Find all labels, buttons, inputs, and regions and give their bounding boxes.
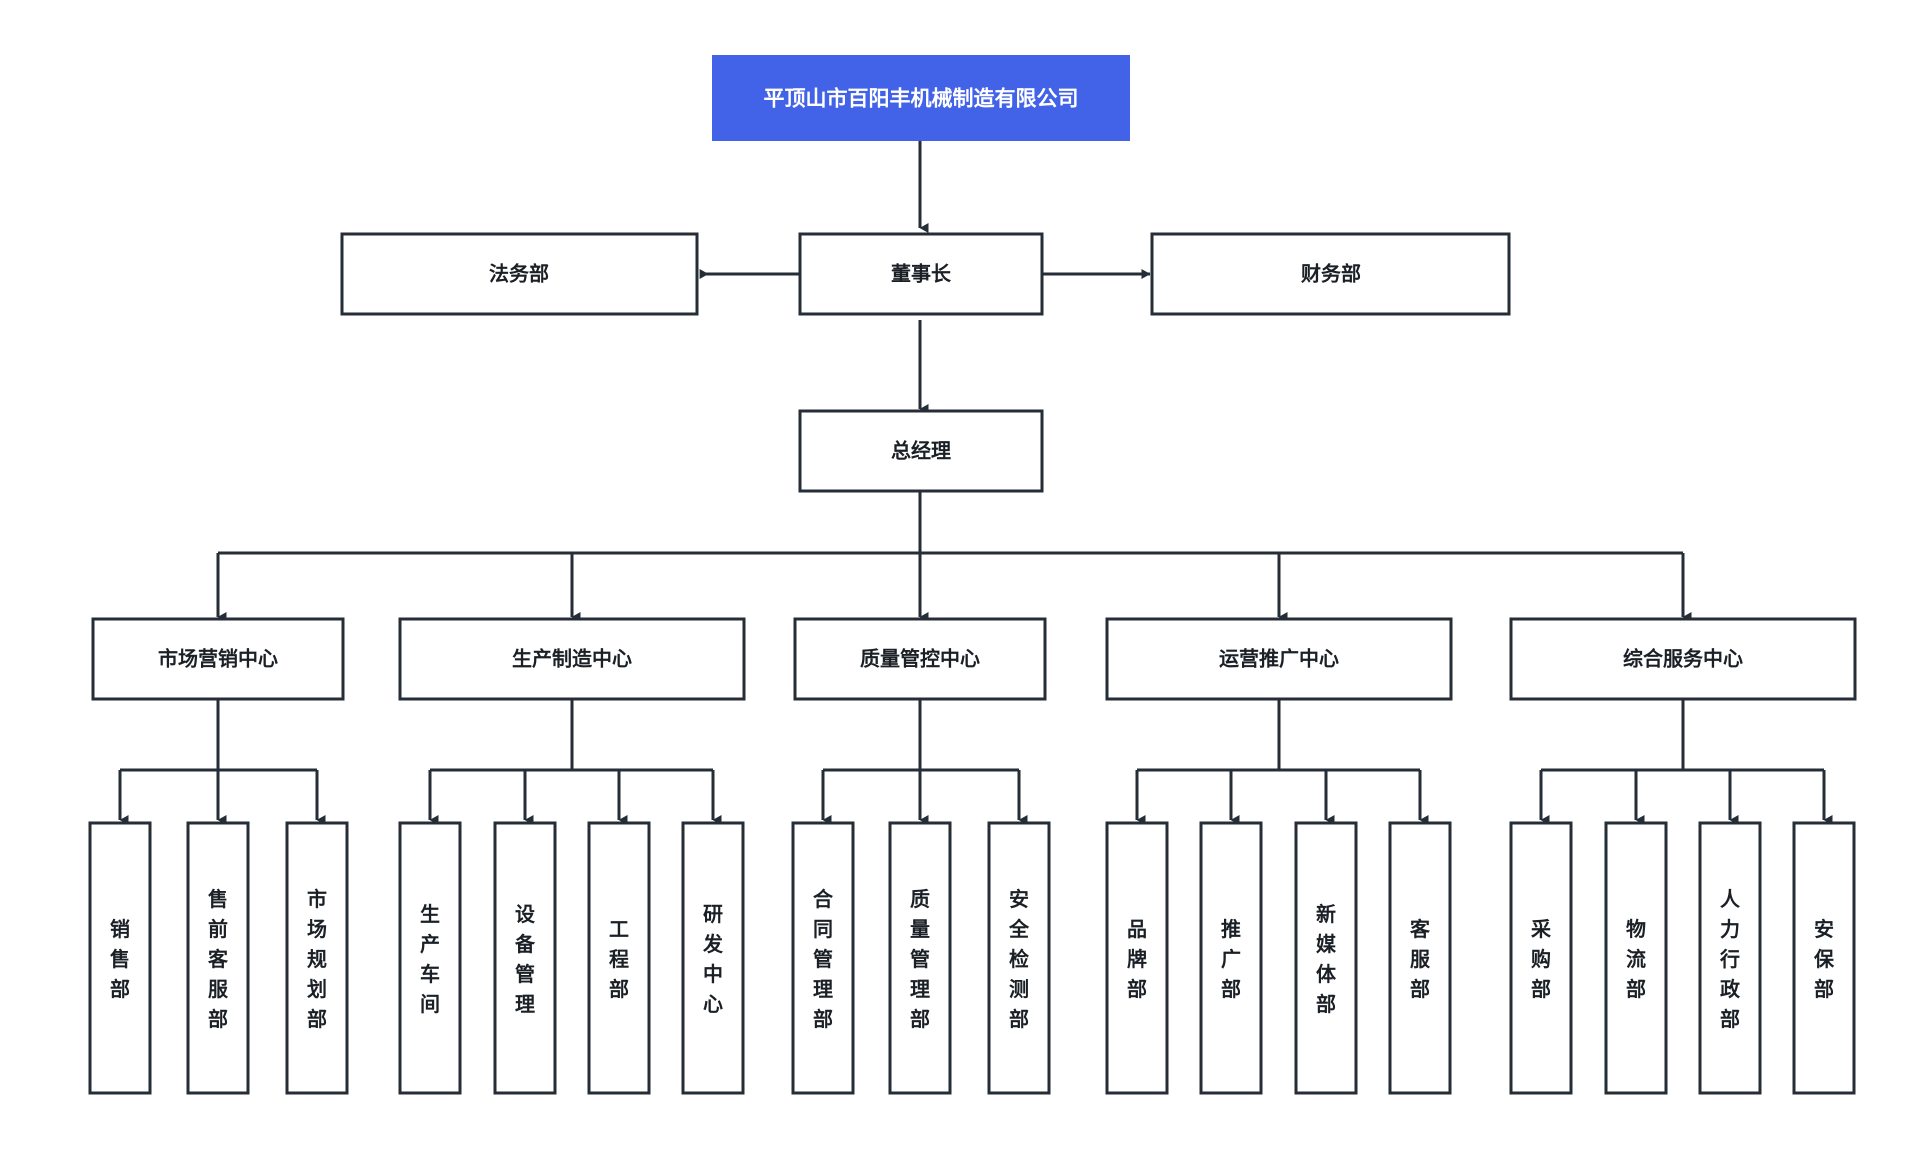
node-center-1-label: 生产制造中心 xyxy=(512,646,632,670)
node-department-3-3[interactable]: 客服部 xyxy=(1388,821,1452,1095)
node-chairman-label: 董事长 xyxy=(891,261,952,285)
connector-layer xyxy=(118,141,1833,825)
node-department-0-0-label: 销售部 xyxy=(110,917,130,1001)
node-department-4-2-label: 人力行政部 xyxy=(1719,888,1741,1031)
node-center-4-label: 综合服务中心 xyxy=(1623,646,1743,670)
node-department-0-1-label: 售前客服部 xyxy=(207,887,229,1031)
node-department-0-1[interactable]: 售前客服部 xyxy=(186,821,250,1095)
node-department-1-0-label: 生产车间 xyxy=(420,903,440,1016)
node-center-3[interactable]: 运营推广中心 xyxy=(1105,617,1453,701)
node-center-0-label: 市场营销中心 xyxy=(158,646,278,670)
node-department-3-0-label: 品牌部 xyxy=(1127,918,1147,1001)
node-department-2-0-label: 合同管理部 xyxy=(813,887,834,1031)
node-department-2-0[interactable]: 合同管理部 xyxy=(791,821,855,1095)
leaf-node-layer: 销售部 售前客服部 市场规划部 生产车间 设备管理 工程部 研发中心 合同管理部 质量管理部 安全… xyxy=(88,821,1856,1095)
node-department-1-1[interactable]: 设备管理 xyxy=(493,821,557,1095)
node-center-1[interactable]: 生产制造中心 xyxy=(398,617,746,701)
node-center-2[interactable]: 质量管控中心 xyxy=(793,617,1047,701)
node-center-2-label: 质量管控中心 xyxy=(860,646,980,670)
node-department-3-2[interactable]: 新媒体部 xyxy=(1294,821,1358,1095)
node-department-2-2-label: 安全检测部 xyxy=(1008,887,1030,1031)
node-company-root[interactable]: 平顶山市百阳丰机械制造有限公司 xyxy=(712,55,1130,141)
node-department-1-3-label: 研发中心 xyxy=(702,904,724,1016)
node-department-4-0[interactable]: 采购部 xyxy=(1509,821,1573,1095)
node-finance-department[interactable]: 财务部 xyxy=(1150,232,1511,316)
node-department-4-1[interactable]: 物流部 xyxy=(1604,821,1668,1095)
node-department-0-2[interactable]: 市场规划部 xyxy=(285,821,349,1095)
node-company-root-label: 平顶山市百阳丰机械制造有限公司 xyxy=(764,87,1079,111)
node-general-manager[interactable]: 总经理 xyxy=(798,409,1044,493)
node-department-1-3[interactable]: 研发中心 xyxy=(681,821,745,1095)
node-center-3-label: 运营推广中心 xyxy=(1219,646,1339,670)
node-general-manager-label: 总经理 xyxy=(891,438,951,462)
node-department-3-1-label: 推广部 xyxy=(1221,917,1241,1001)
node-department-1-2-label: 工程部 xyxy=(609,919,629,1001)
node-legal-department-label: 法务部 xyxy=(489,261,549,285)
node-department-3-1[interactable]: 推广部 xyxy=(1199,821,1263,1095)
node-department-4-3[interactable]: 安保部 xyxy=(1792,821,1856,1095)
node-department-1-0[interactable]: 生产车间 xyxy=(398,821,462,1095)
node-department-1-2[interactable]: 工程部 xyxy=(587,821,651,1095)
node-center-0[interactable]: 市场营销中心 xyxy=(91,617,345,701)
node-department-2-1-label: 质量管理部 xyxy=(910,888,930,1031)
node-legal-department[interactable]: 法务部 xyxy=(340,232,699,316)
node-department-4-0-label: 采购部 xyxy=(1531,918,1551,1001)
node-department-4-2[interactable]: 人力行政部 xyxy=(1698,821,1762,1095)
node-department-0-0[interactable]: 销售部 xyxy=(88,821,152,1095)
node-center-4[interactable]: 综合服务中心 xyxy=(1509,617,1857,701)
node-department-0-2-label: 市场规划部 xyxy=(307,887,327,1031)
node-department-1-1-label: 设备管理 xyxy=(514,903,536,1016)
node-department-3-3-label: 客服部 xyxy=(1409,917,1431,1001)
node-chairman[interactable]: 董事长 xyxy=(798,232,1044,316)
node-department-3-0[interactable]: 品牌部 xyxy=(1105,821,1169,1095)
node-department-3-2-label: 新媒体部 xyxy=(1316,902,1337,1016)
node-department-2-1[interactable]: 质量管理部 xyxy=(888,821,952,1095)
node-department-4-1-label: 物流部 xyxy=(1626,917,1646,1001)
node-department-2-2[interactable]: 安全检测部 xyxy=(987,821,1051,1095)
node-finance-department-label: 财务部 xyxy=(1301,261,1361,285)
node-department-4-3-label: 安保部 xyxy=(1813,917,1835,1001)
